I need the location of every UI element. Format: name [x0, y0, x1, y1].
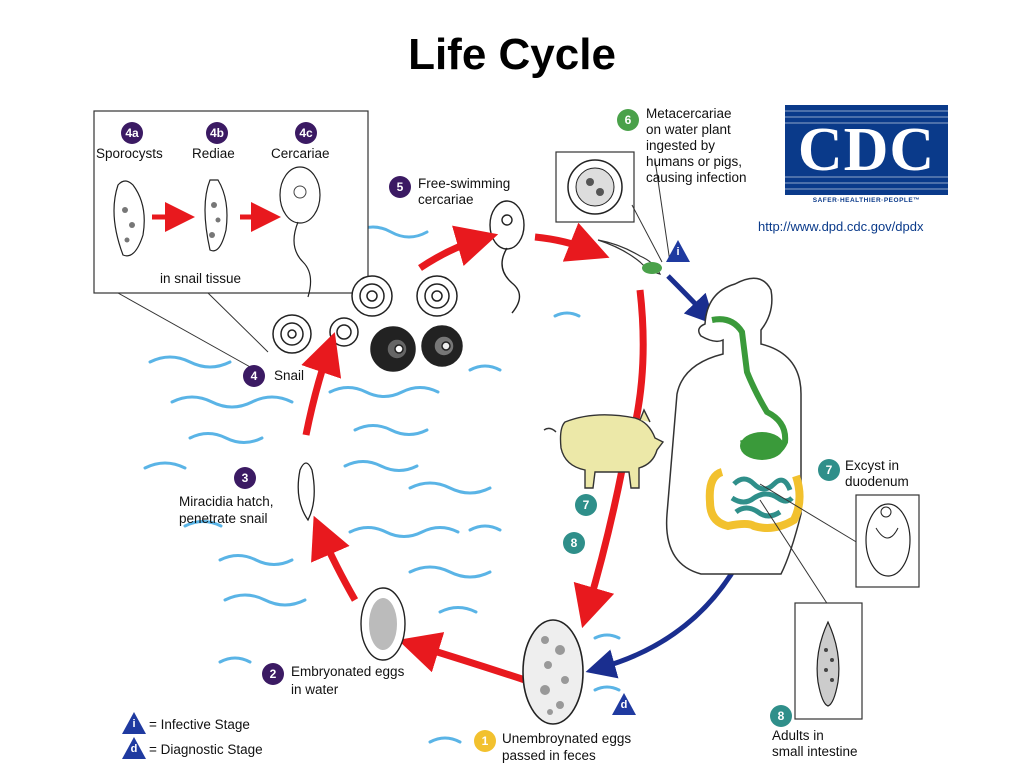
cercariae-label: Cercariae	[271, 146, 330, 161]
miracidium-drawing	[297, 462, 315, 522]
step-6-label-4: humans or pigs,	[646, 154, 743, 169]
inset-caption: in snail tissue	[160, 271, 242, 286]
legend-infective-icon: i	[122, 712, 146, 734]
legend-infective-label: = Infective Stage	[149, 717, 250, 732]
step-5-label-1: Free-swimming	[418, 176, 511, 191]
step-1-label-1: Unembroynated eggs	[502, 731, 632, 746]
page-title: Life Cycle	[408, 30, 616, 79]
step-6-label-5: causing infection	[646, 170, 747, 185]
step-4-label: Snail	[274, 368, 305, 383]
rediae-label: Rediae	[192, 146, 235, 161]
human-body-drawing	[665, 277, 802, 575]
step-6-label-1: Metacercariae	[646, 106, 732, 121]
step-3-label-2: penetrate snail	[179, 511, 268, 526]
badge-step-4: 4	[243, 365, 265, 387]
step-8-label-2: small intestine	[772, 744, 858, 759]
step-3-label-1: Miracidia hatch,	[179, 494, 274, 509]
cdc-tagline: SAFER·HEALTHIER·PEOPLE™	[812, 197, 921, 204]
badge-pig-7: 7	[575, 494, 597, 516]
dpdx-url-link[interactable]: http://www.dpd.cdc.gov/dpdx	[758, 219, 924, 234]
water-waves	[143, 225, 621, 744]
step-5-label-2: cercariae	[418, 192, 474, 207]
step-7-label-2: duodenum	[845, 474, 909, 489]
step-1-label-2: passed in feces	[502, 748, 596, 763]
free-swimming-cercaria	[489, 200, 525, 314]
badge-step-7: 7	[818, 459, 840, 481]
badge-step-1: 1	[474, 730, 496, 752]
infective-stage-marker: i	[666, 240, 690, 262]
step-7-label-1: Excyst in	[845, 458, 900, 473]
badge-step-2: 2	[262, 663, 284, 685]
cercaria-inset-drawing	[279, 166, 321, 224]
small-intestine	[730, 476, 794, 519]
cdc-logo: CDC SAFER·HEALTHIER·PEOPLE™	[785, 105, 948, 210]
cdc-logo-text: CDC	[797, 115, 936, 184]
badge-step-8: 8	[770, 705, 792, 727]
badge-4a: 4a	[121, 122, 143, 144]
sporocysts-label: Sporocysts	[96, 146, 163, 161]
badge-4b: 4b	[206, 122, 228, 144]
badge-pig-8: 8	[563, 532, 585, 554]
badge-step-3: 3	[234, 467, 256, 489]
legend-diagnostic-label: = Diagnostic Stage	[149, 742, 263, 757]
legend-diagnostic-icon: d	[122, 737, 146, 759]
diagnostic-stage-marker: d	[612, 693, 636, 715]
unembryonated-egg-drawing	[522, 619, 584, 725]
badge-step-5: 5	[389, 176, 411, 198]
badge-4c: 4c	[295, 122, 317, 144]
step-8-label-1: Adults in	[772, 728, 824, 743]
sporocyst-drawing	[113, 180, 145, 257]
step-6-label-3: ingested by	[646, 138, 716, 153]
pig-drawing	[543, 408, 665, 489]
step-2-label-2: in water	[291, 682, 339, 697]
badge-step-6: 6	[617, 109, 639, 131]
step-2-label-1: Embryonated eggs	[291, 664, 405, 679]
step-6-label-2: on water plant	[646, 122, 731, 137]
